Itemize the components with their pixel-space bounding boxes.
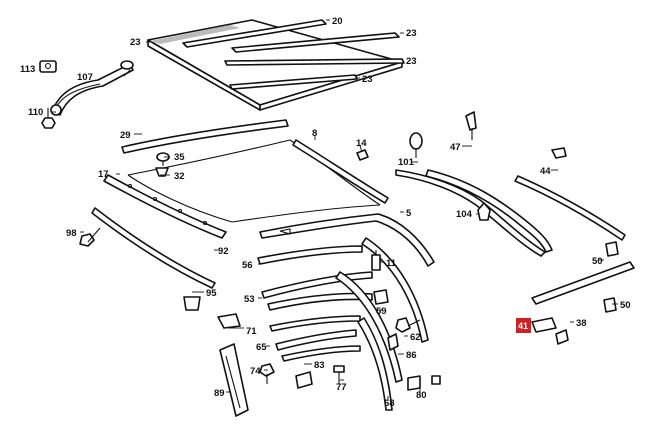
label-77: 77	[336, 382, 347, 393]
label-11: 11	[386, 258, 397, 269]
label-23: 23	[362, 74, 373, 85]
moulding-47	[425, 169, 553, 253]
clip-83	[295, 371, 313, 389]
clip-32	[155, 167, 169, 177]
label-71: 71	[246, 326, 257, 337]
rail-56	[257, 245, 363, 265]
long-moulding-center	[335, 237, 429, 411]
moulding-17	[103, 174, 227, 239]
label-23: 23	[406, 28, 417, 39]
label-89: 89	[214, 388, 225, 399]
clip-50-lower	[603, 297, 617, 313]
rail-65	[275, 329, 361, 362]
label-104: 104	[456, 209, 473, 220]
label-41: 41	[518, 321, 528, 331]
highlight-box	[516, 318, 531, 333]
label-29: 29	[120, 130, 131, 141]
label-17: 17	[98, 169, 109, 180]
seal-92	[91, 207, 216, 289]
clip-14	[356, 149, 369, 161]
label-47: 47	[450, 142, 461, 153]
label-101: 101	[398, 157, 415, 168]
label-80: 80	[416, 390, 427, 401]
label-83: 83	[314, 360, 325, 371]
clip-86	[387, 333, 399, 351]
clip-59	[373, 289, 389, 305]
moulding-44	[514, 175, 626, 241]
label-59: 59	[376, 306, 387, 317]
roof-strip-23	[224, 32, 405, 90]
label-5: 5	[406, 208, 412, 219]
clip-101	[409, 132, 423, 158]
clip-113	[39, 60, 57, 73]
clip-71	[217, 313, 241, 329]
label-74: 74	[250, 366, 261, 377]
strip-8	[292, 139, 389, 204]
label-50: 50	[592, 256, 603, 267]
label-95: 95	[206, 288, 217, 299]
label-8: 8	[312, 128, 317, 139]
label-110: 110	[28, 107, 43, 118]
label-50: 50	[620, 300, 631, 311]
bracket-47	[465, 111, 477, 140]
label-98: 98	[66, 228, 77, 239]
label-53: 53	[244, 294, 255, 305]
moulding-38	[531, 261, 635, 305]
clip-35	[156, 152, 170, 166]
screw-62	[395, 317, 421, 333]
label-68: 68	[384, 398, 395, 409]
label-32: 32	[174, 171, 185, 182]
label-92: 92	[218, 246, 229, 257]
screw-77	[333, 365, 345, 384]
clip-50-upper	[605, 241, 619, 257]
label-14: 14	[356, 138, 367, 149]
label-65: 65	[256, 342, 267, 353]
seal-29	[121, 119, 289, 154]
screw-74	[259, 363, 275, 384]
moulding-5	[259, 213, 435, 267]
roof-strip-20	[182, 19, 327, 48]
screw-110	[41, 108, 56, 129]
label-107: 107	[77, 72, 93, 83]
part-labels: 20 23 23 23 23 113 107 110 29 35 32 17 8…	[20, 16, 631, 409]
label-38: 38	[576, 318, 587, 329]
clip-80	[407, 375, 441, 391]
label-23: 23	[130, 37, 141, 48]
rail-71	[269, 315, 361, 332]
pillar-89	[219, 343, 249, 417]
screw-11	[371, 250, 381, 271]
clip-104	[477, 202, 491, 221]
clip-44	[551, 147, 567, 159]
grab-handle-107	[50, 60, 134, 116]
label-86: 86	[406, 350, 417, 361]
highlighted-label-41: 41	[516, 318, 531, 333]
label-23: 23	[406, 56, 417, 67]
part-41	[531, 317, 557, 333]
label-62: 62	[410, 332, 421, 343]
label-44: 44	[540, 166, 551, 177]
label-56: 56	[242, 260, 253, 271]
moulding-101	[395, 169, 546, 257]
clip-95	[183, 296, 201, 311]
screw-98	[79, 227, 101, 247]
label-35: 35	[174, 152, 185, 163]
leader-lines	[52, 19, 618, 400]
label-20: 20	[332, 16, 343, 27]
label-113: 113	[20, 64, 35, 75]
clip-38	[555, 329, 569, 345]
